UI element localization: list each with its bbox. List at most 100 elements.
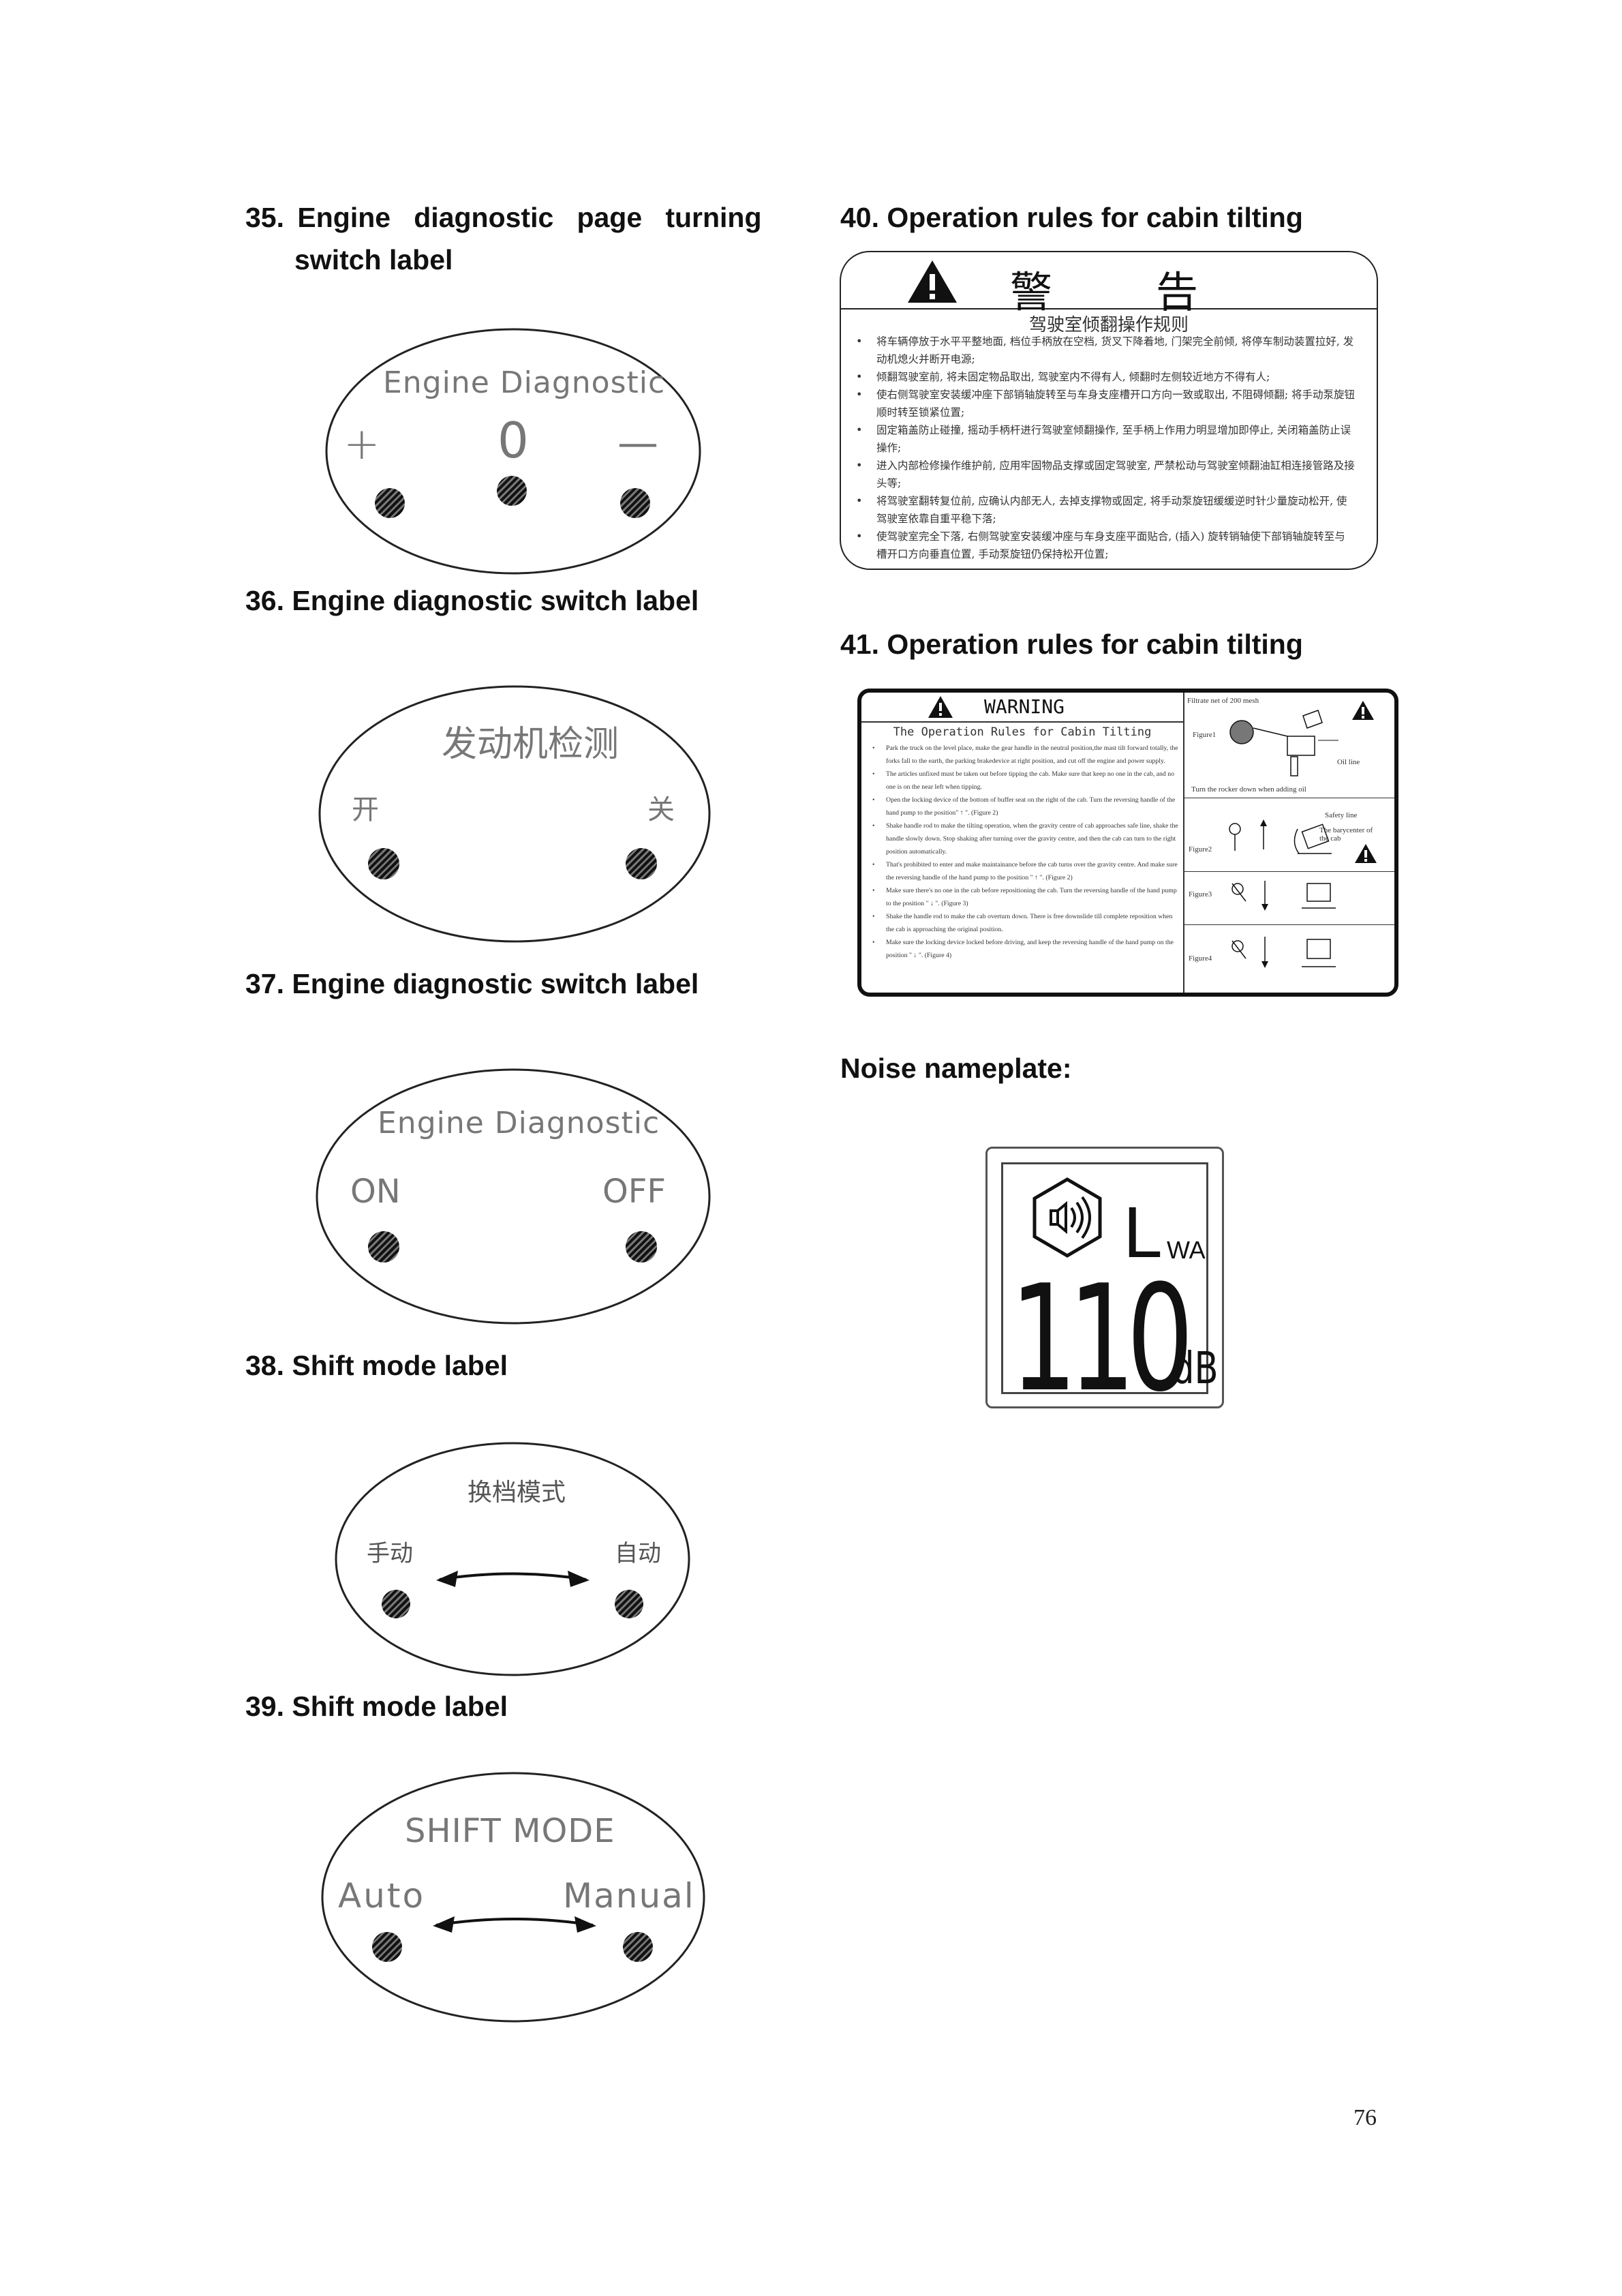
label-37-dot-right xyxy=(626,1231,657,1263)
label-38-left: 手动 xyxy=(367,1540,413,1567)
label-36-oval xyxy=(318,685,711,943)
warning-40-subtitle: 驾驶室倾翻操作规则 xyxy=(1028,315,1189,335)
fig-divider xyxy=(1183,871,1394,872)
warning-41-list: Park the truck on the level place, make … xyxy=(868,742,1178,962)
warning-40-word-1: 警 xyxy=(1010,267,1053,317)
figure-1-label: Figure1 xyxy=(1193,731,1216,739)
list-item: 倾翻驾驶室前, 将未固定物品取出, 驾驶室内不得有人, 倾翻时左侧较近地方不得有… xyxy=(851,368,1355,386)
label-37-oval xyxy=(316,1068,711,1325)
label-35-oval xyxy=(325,328,701,575)
label-36-engine-diagnostic-cn: 发动机检测 开 关 xyxy=(318,684,711,943)
heading-41: 41. Operation rules for cabin tilting xyxy=(840,629,1303,660)
sound-power-hexagon-icon xyxy=(1032,1177,1102,1258)
warning-triangle-icon xyxy=(908,260,957,303)
warning-40-word-2: 告 xyxy=(1156,267,1199,317)
label-36-dot-left xyxy=(368,848,399,879)
warning-41-title: WARNING xyxy=(984,695,1065,718)
label-36-off: 关 xyxy=(647,794,675,826)
heading-39: 39. Shift mode label xyxy=(245,1691,508,1722)
heading-38: 38. Shift mode label xyxy=(245,1350,508,1381)
list-item: 进入内部检修操作维护前, 应用牢固物品支撑或固定驾驶室, 严禁松动与驾驶室倾翻油… xyxy=(851,457,1355,492)
label-35-minus: — xyxy=(617,419,658,467)
figure-2-label: Figure2 xyxy=(1189,845,1212,854)
list-item: 固定箱盖防止碰撞, 摇动手柄杆进行驾驶室倾翻操作, 至手柄上作用力明显增加即停止… xyxy=(851,421,1355,457)
label-37-title: Engine Diagnostic xyxy=(378,1106,660,1141)
noise-unit: dB xyxy=(1172,1344,1219,1394)
oil-line-label: Oil line xyxy=(1337,758,1360,766)
list-item: Park the truck on the level place, make … xyxy=(868,742,1178,768)
tilt-figure-4-icon xyxy=(1231,937,1336,968)
warning-label-41: WARNING The Operation Rules for Cabin Ti… xyxy=(857,689,1398,997)
label-39-dot-left xyxy=(372,1932,402,1962)
tilt-figure-2-icon xyxy=(1229,819,1332,854)
label-36-title: 发动机检测 xyxy=(442,724,619,765)
figure-4-label: Figure4 xyxy=(1189,954,1212,963)
label-37-engine-diagnostic-on-off: Engine Diagnostic ON OFF xyxy=(315,1068,711,1325)
label-37-dot-left xyxy=(368,1231,399,1263)
noise-L: L xyxy=(1122,1194,1161,1273)
list-item: That's prohibited to enter and make main… xyxy=(868,858,1178,884)
label-37-on: ON xyxy=(350,1173,401,1211)
page-number: 76 xyxy=(1353,2105,1377,2130)
label-39-title: SHIFT MODE xyxy=(405,1812,615,1850)
turn-rocker-label: Turn the rocker down when adding oil xyxy=(1191,785,1306,794)
list-item: 将驾驶室翻转复位前, 应确认内部无人, 去掉支撑物或固定, 将手动泵旋钮缓缓逆时… xyxy=(851,492,1355,528)
label-38-right: 自动 xyxy=(615,1540,661,1567)
warning-triangle-icon xyxy=(928,696,953,718)
list-item: Shake handle rod to make the tilting ope… xyxy=(868,819,1178,858)
warning-41-header: WARNING xyxy=(861,693,1183,723)
warning-40-list: 将车辆停放于水平平整地面, 档位手柄放在空档, 货叉下降着地, 门架完全前倾, … xyxy=(851,333,1355,563)
fig-filtrate-label: Filtrate net of 200 mesh xyxy=(1187,697,1259,705)
warning-40-header: 警 告 xyxy=(841,252,1377,317)
barycenter-label: The barycenter of the cab xyxy=(1319,826,1373,843)
label-35-dot-right xyxy=(620,488,650,518)
label-35-engine-diagnostic-page: Engine Diagnostic + 0 — xyxy=(324,327,702,575)
label-36-dot-right xyxy=(626,848,657,879)
label-37-off: OFF xyxy=(602,1173,666,1211)
list-item: Make sure the locking device locked befo… xyxy=(868,936,1178,962)
list-item: The articles unfixed must be taken out b… xyxy=(868,768,1178,794)
heading-35-line1: Engine diagnostic page turning xyxy=(297,202,762,233)
warning-41-subtitle: The Operation Rules for Cabin Tilting xyxy=(893,725,1152,739)
label-38-dot-right xyxy=(615,1590,643,1618)
heading-35: 35. Engine diagnostic page turning xyxy=(245,196,762,239)
label-38-title: 换档模式 xyxy=(468,1479,566,1507)
heading-37: 37. Engine diagnostic switch label xyxy=(245,968,699,999)
list-item: 使右侧驾驶室安装缓冲座下部销轴旋转至与车身支座槽开口方向一致或取出, 不阻碍倾翻… xyxy=(851,386,1355,421)
heading-36: 36. Engine diagnostic switch label xyxy=(245,585,699,616)
pump-oil-figure-icon xyxy=(1229,710,1338,776)
noise-WA: WA xyxy=(1167,1236,1206,1264)
list-item: 将车辆停放于水平平整地面, 档位手柄放在空档, 货叉下降着地, 门架完全前倾, … xyxy=(851,333,1355,368)
figure-3-label: Figure3 xyxy=(1189,890,1212,898)
noise-nameplate-inner: L WA 110 dB xyxy=(1001,1162,1219,1412)
label-38-dot-left xyxy=(382,1590,410,1618)
heading-noise: Noise nameplate: xyxy=(840,1053,1072,1084)
label-38-oval xyxy=(335,1442,690,1676)
label-39-shift-mode-en: SHIFT MODE Auto Manual xyxy=(320,1771,706,2023)
warning-label-40: 警 告 驾驶室倾翻操作规则 将车辆停放于水平平整地面, 档位手柄放在空档, 货叉… xyxy=(840,251,1378,570)
label-39-oval xyxy=(321,1772,705,2023)
list-item: 使驾驶室完全下落, 右侧驾驶室安装缓冲座与车身支座平面贴合, (插入) 旋转销轴… xyxy=(851,528,1355,563)
label-35-plus: + xyxy=(343,419,380,470)
label-39-right: Manual xyxy=(563,1876,695,1916)
label-35-dot-left xyxy=(375,488,405,518)
warning-41-text-panel: WARNING The Operation Rules for Cabin Ti… xyxy=(861,693,1184,993)
label-35-title: Engine Diagnostic xyxy=(383,365,666,400)
noise-nameplate: L WA 110 dB xyxy=(985,1147,1224,1412)
heading-40: 40. Operation rules for cabin tilting xyxy=(840,202,1303,233)
list-item: Make sure there's no one in the cab befo… xyxy=(868,884,1178,910)
label-35-dot-center xyxy=(497,476,527,506)
warning-triangle-icon xyxy=(1355,844,1377,863)
noise-value: 110 xyxy=(1010,1253,1194,1424)
label-36-on: 开 xyxy=(352,794,379,826)
label-39-left: Auto xyxy=(338,1876,426,1916)
heading-35-line2: switch label xyxy=(294,244,453,275)
fig-divider xyxy=(1183,924,1394,925)
list-item: Shake the handle rod to make the cab ove… xyxy=(868,910,1178,936)
warning-triangle-icon xyxy=(1352,701,1374,720)
tilt-figure-3-icon xyxy=(1231,881,1336,911)
safety-line-label: Safety line xyxy=(1325,811,1358,819)
list-item: Open the locking device of the bottom of… xyxy=(868,794,1178,819)
label-39-dot-right xyxy=(623,1932,653,1962)
label-35-zero: 0 xyxy=(498,412,529,469)
